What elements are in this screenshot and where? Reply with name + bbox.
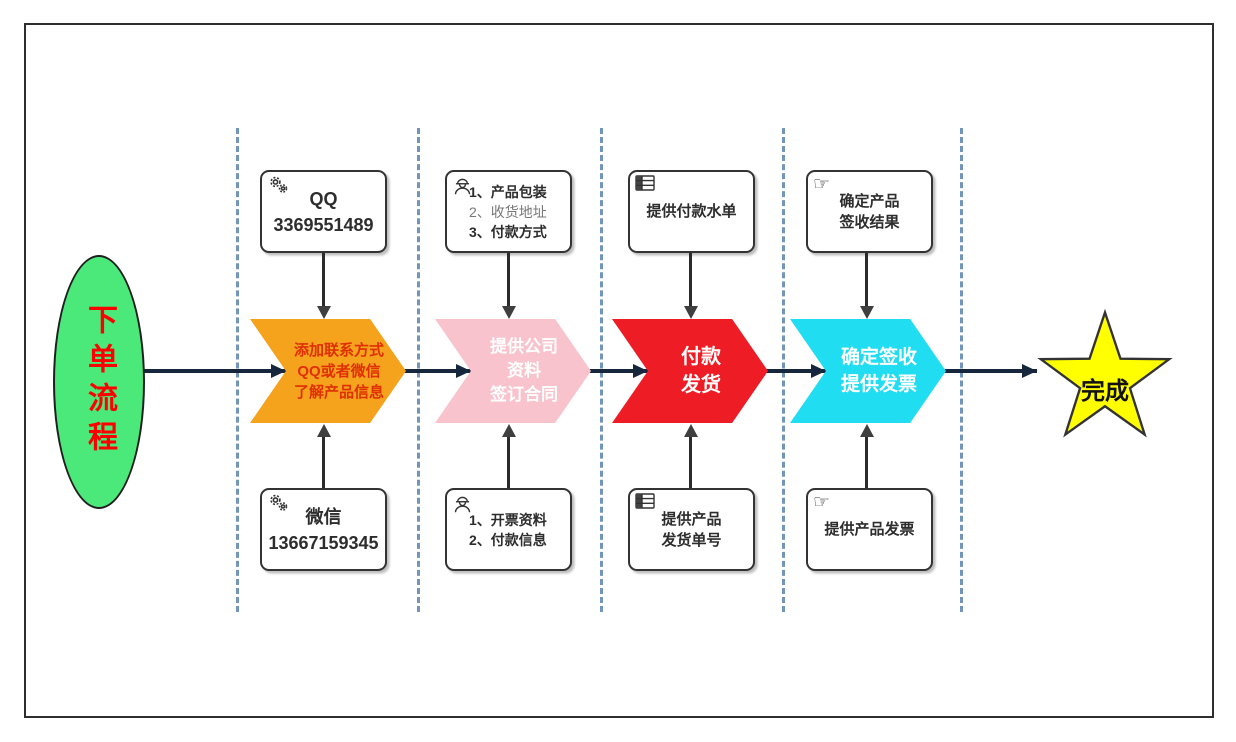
gears-icon bbox=[267, 493, 291, 519]
connector-arrowhead-down bbox=[860, 306, 874, 319]
table-icon bbox=[635, 175, 655, 196]
table-icon bbox=[635, 493, 655, 514]
connector-line bbox=[865, 437, 868, 488]
flow-arrowhead bbox=[456, 364, 471, 378]
chevron-step-3: 付款 发货 bbox=[612, 319, 768, 423]
note-line: 提供产品 bbox=[661, 510, 722, 528]
gears-icon bbox=[267, 175, 291, 201]
worker-icon bbox=[452, 493, 473, 519]
note-line: 签收结果 bbox=[839, 213, 900, 231]
connector-line bbox=[322, 437, 325, 488]
star-shape bbox=[1037, 308, 1173, 438]
connector-line bbox=[507, 437, 510, 488]
note-box-wechat: 微信 13667159345 bbox=[260, 488, 387, 571]
note-line: 提供产品发票 bbox=[824, 521, 915, 538]
connector-line bbox=[689, 253, 692, 307]
chevron-line: 付款 bbox=[681, 346, 721, 368]
chevron-line: 确定签收 bbox=[840, 347, 917, 368]
note-box-order-info: 1、产品包装 2、收货地址 3、付款方式 bbox=[445, 170, 572, 253]
chevron-line: QQ或者微信 bbox=[297, 362, 381, 380]
connector-arrowhead-up bbox=[860, 424, 874, 437]
note-line: 1、产品包装 bbox=[469, 183, 547, 200]
connector-arrowhead-down bbox=[317, 306, 331, 319]
connector-line bbox=[689, 437, 692, 488]
note-line: 提供付款水单 bbox=[646, 203, 737, 220]
note-line: 2、收货地址 bbox=[469, 203, 547, 220]
flow-arrowhead bbox=[811, 364, 826, 378]
chevron-line: 提供公司 bbox=[490, 337, 558, 356]
note-line: 微信 bbox=[305, 506, 342, 527]
finish-label: 完成 bbox=[1081, 377, 1129, 405]
flow-arrowhead bbox=[1022, 364, 1037, 378]
flow-arrowhead bbox=[633, 364, 648, 378]
outer-frame bbox=[24, 23, 1214, 718]
connector-arrowhead-down bbox=[502, 306, 516, 319]
note-line: QQ bbox=[309, 188, 338, 209]
note-box-invoice: ☞ 提供产品发票 bbox=[806, 488, 933, 571]
note-line: 确定产品 bbox=[839, 192, 900, 210]
connector-arrowhead-up bbox=[317, 424, 331, 437]
note-box-sign-result: ☞ 确定产品 签收结果 bbox=[806, 170, 933, 253]
connector-line bbox=[322, 253, 325, 307]
connector-arrowhead-up bbox=[684, 424, 698, 437]
start-ellipse: 下单流程 bbox=[53, 255, 145, 509]
note-box-qq: QQ 3369551489 bbox=[260, 170, 387, 253]
note-line: 13667159345 bbox=[268, 532, 379, 553]
note-line: 3、付款方式 bbox=[469, 223, 547, 240]
pointer-icon: ☞ bbox=[813, 491, 831, 513]
note-box-billing-info: 1、开票资料 2、付款信息 bbox=[445, 488, 572, 571]
worker-icon bbox=[452, 175, 473, 201]
start-label: 下单流程 bbox=[83, 304, 116, 460]
connector-line bbox=[865, 253, 868, 307]
chevron-line: 发货 bbox=[681, 374, 721, 396]
note-line: 发货单号 bbox=[661, 531, 722, 549]
chevron-line: 提供发票 bbox=[840, 374, 917, 395]
connector-line bbox=[507, 253, 510, 307]
note-line: 2、付款信息 bbox=[469, 531, 547, 548]
note-box-shipping-number: 提供产品 发货单号 bbox=[628, 488, 755, 571]
note-box-payment-slip: 提供付款水单 bbox=[628, 170, 755, 253]
chevron-line: 资料 bbox=[507, 361, 541, 380]
note-line: 3369551489 bbox=[273, 214, 374, 235]
chevron-line: 了解产品信息 bbox=[293, 383, 384, 401]
chevron-line: 签订合同 bbox=[490, 385, 558, 404]
flow-arrowhead bbox=[271, 364, 286, 378]
chevron-line: 添加联系方式 bbox=[293, 341, 384, 359]
connector-arrowhead-up bbox=[502, 424, 516, 437]
connector-arrowhead-down bbox=[684, 306, 698, 319]
pointer-icon: ☞ bbox=[813, 173, 831, 195]
note-line: 1、开票资料 bbox=[469, 511, 547, 528]
finish-star: 完成 bbox=[1030, 305, 1180, 455]
